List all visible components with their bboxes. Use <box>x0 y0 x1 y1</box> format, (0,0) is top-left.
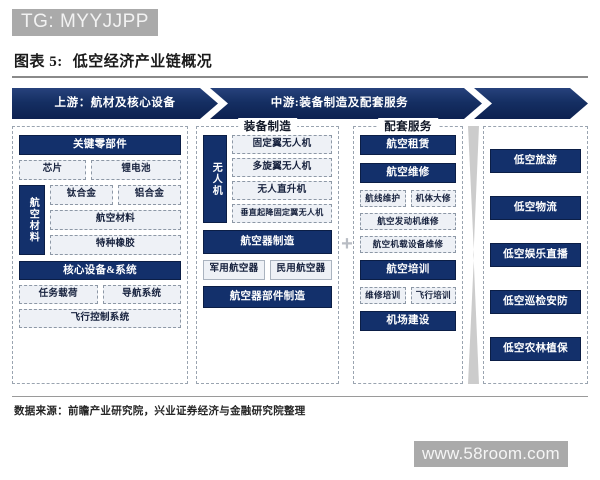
column-equipment-manufacturing: 装备制造 无人机 固定翼无人机 多旋翼无人机 无人直升机 垂直起降固定翼无人机 … <box>196 118 339 384</box>
plus-connector-icon: + <box>341 233 353 255</box>
box-multirotor-uav: 多旋翼无人机 <box>232 158 332 177</box>
box-low-altitude-logistics: 低空物流 <box>490 196 581 220</box>
chevron-downstream <box>474 88 588 119</box>
label-uav: 无人机 <box>203 135 227 223</box>
box-navigation-system: 导航系统 <box>102 285 181 304</box>
box-titanium-alloy: 钛合金 <box>50 185 113 205</box>
box-chip: 芯片 <box>19 160 87 180</box>
box-special-rubber: 特种橡胶 <box>50 235 181 255</box>
column-applications: 低空旅游 低空物流 低空娱乐直播 低空巡检安防 低空农林植保 <box>483 126 588 384</box>
box-flight-training: 飞行培训 <box>410 287 456 304</box>
box-low-altitude-tourism: 低空旅游 <box>490 149 581 173</box>
box-aircraft-parts-manufacturing: 航空器部件制造 <box>203 286 332 308</box>
page-title: 图表 5: 低空经济产业链概况 <box>14 50 212 71</box>
column-supporting-services: 配套服务 航空租赁 航空维修 航线维护 机体大修 航空发动机维修 航空机载设备维… <box>353 118 463 384</box>
box-civil-aircraft: 民用航空器 <box>270 260 332 280</box>
column-upstream: 关键零部件 芯片 锂电池 航空材料 钛合金 铝合金 航空材料 特种橡胶 核心设备… <box>12 126 188 384</box>
industry-chain-diagram: + 关键零部件 芯片 锂电池 航空材料 钛合金 铝合金 航空材料 特种橡胶 <box>12 118 588 384</box>
chevron-upstream <box>12 88 218 119</box>
banner-label-midstream: 中游:装备制造及配套服务 <box>270 97 409 109</box>
caption-equipment-manufacturing: 装备制造 <box>237 118 298 134</box>
value-chain-banner: 上游：航材及核心设备 中游:装备制造及配套服务 <box>12 88 588 119</box>
box-maintenance-training: 维修培训 <box>360 287 406 304</box>
source-note: 数据来源：前瞻产业研究院，兴业证券经济与金融研究院整理 <box>14 406 306 417</box>
footer-divider <box>12 396 588 397</box>
group-uav: 无人机 固定翼无人机 多旋翼无人机 无人直升机 垂直起降固定翼无人机 <box>203 135 332 223</box>
box-military-aircraft: 军用航空器 <box>203 260 265 280</box>
box-mission-payload: 任务载荷 <box>19 285 98 304</box>
box-unmanned-helicopter: 无人直升机 <box>232 181 332 200</box>
banner-label-upstream: 上游：航材及核心设备 <box>54 97 176 109</box>
box-line-maintenance: 航线维护 <box>360 190 406 207</box>
box-fixed-wing-uav: 固定翼无人机 <box>232 135 332 154</box>
box-key-components: 关键零部件 <box>19 135 181 155</box>
box-airframe-overhaul: 机体大修 <box>410 190 456 207</box>
box-low-altitude-agriculture-forestry: 低空农林植保 <box>490 337 581 361</box>
box-aviation-training: 航空培训 <box>360 260 456 280</box>
chevron-midstream <box>210 88 482 119</box>
caption-supporting-services: 配套服务 <box>378 118 438 134</box>
label-aviation-materials: 航空材料 <box>19 185 45 255</box>
title-divider <box>12 76 588 78</box>
box-flight-control-system: 飞行控制系统 <box>19 309 181 328</box>
box-low-altitude-entertainment-livestream: 低空娱乐直播 <box>490 243 581 267</box>
site-watermark: www.58room.com <box>414 441 568 467</box>
box-low-altitude-inspection-security: 低空巡检安防 <box>490 290 581 314</box>
banner-chevrons <box>12 88 588 119</box>
tg-watermark: TG: MYYJJPP <box>12 9 158 36</box>
box-vtol-fixed-wing-uav: 垂直起降固定翼无人机 <box>232 204 332 223</box>
box-aviation-material: 航空材料 <box>50 210 181 230</box>
figure-title-text: 低空经济产业链概况 <box>72 54 213 70</box>
figure-number: 图表 5: <box>14 54 63 70</box>
box-engine-repair: 航空发动机维修 <box>360 213 456 230</box>
box-aviation-leasing: 航空租赁 <box>360 135 456 155</box>
banner-label-downstream <box>482 88 592 119</box>
box-lithium-battery: 锂电池 <box>91 160 181 180</box>
box-avionics-repair: 航空机载设备维修 <box>360 236 456 253</box>
box-aircraft-manufacturing: 航空器制造 <box>203 230 332 254</box>
group-aviation-materials: 航空材料 钛合金 铝合金 航空材料 特种橡胶 <box>19 185 181 255</box>
box-airport-construction: 机场建设 <box>360 311 456 331</box>
box-core-equipment-systems: 核心设备&系统 <box>19 261 181 280</box>
column-divider-taper <box>468 126 479 384</box>
box-aviation-maintenance: 航空维修 <box>360 163 456 183</box>
box-aluminum-alloy: 铝合金 <box>118 185 181 205</box>
